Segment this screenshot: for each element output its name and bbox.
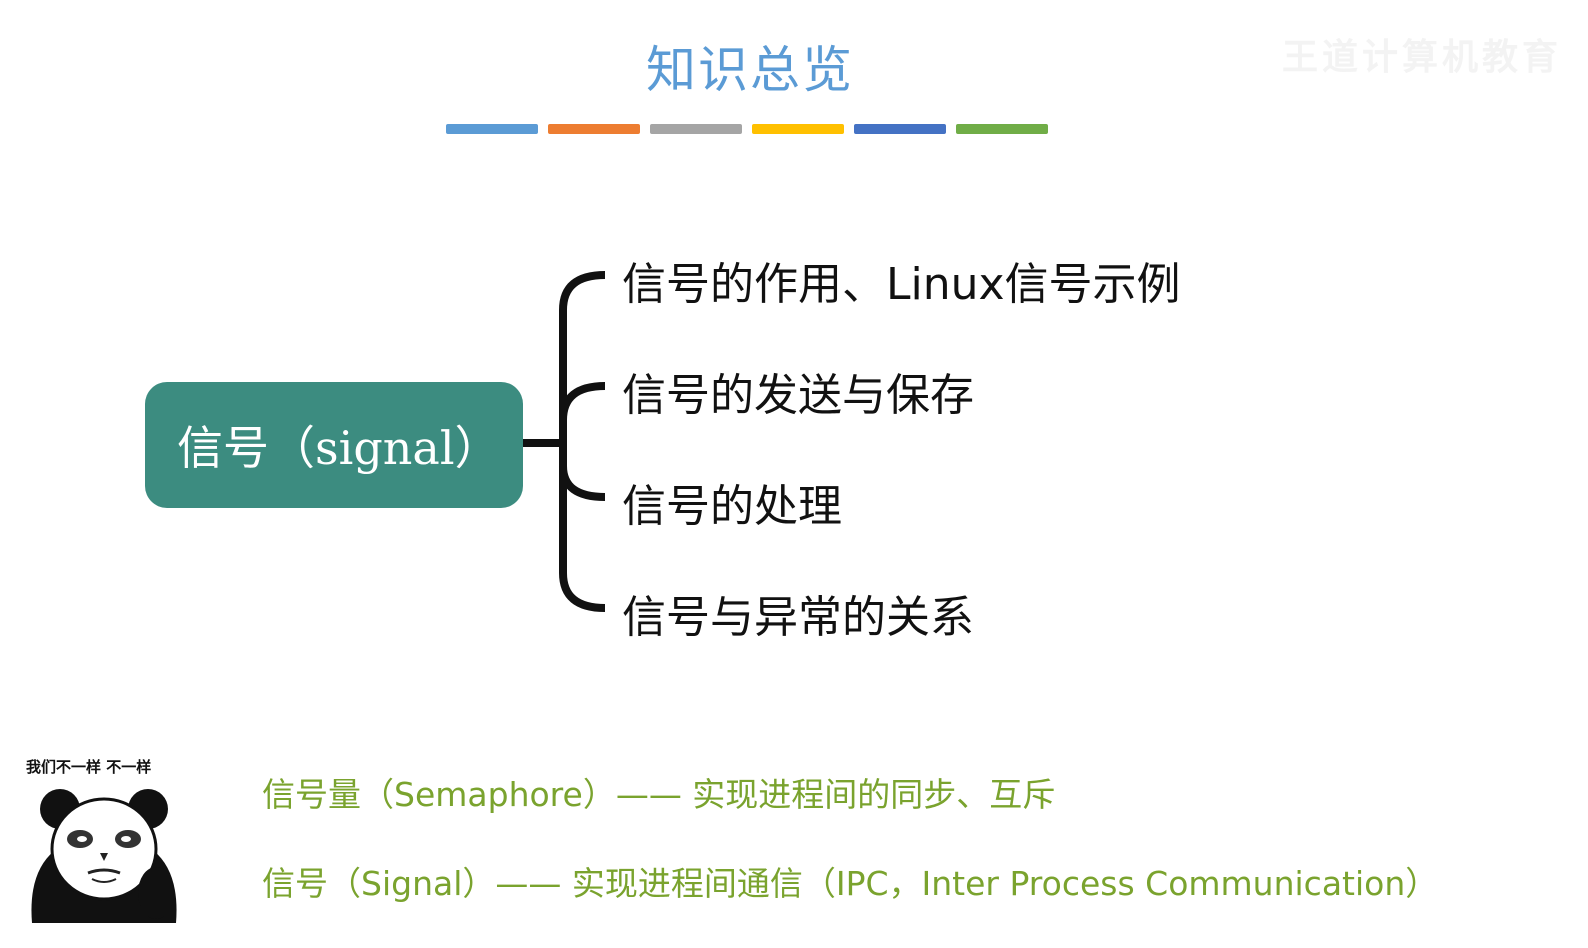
color-bar: [446, 124, 538, 134]
color-bar: [548, 124, 640, 134]
bracket-tick: [559, 382, 606, 421]
root-node-label: 信号（signal）: [177, 421, 501, 475]
bracket-curve: [559, 271, 606, 612]
branch-item: 信号与异常的关系: [622, 592, 974, 643]
color-bar-strip: [446, 124, 1048, 134]
color-bar: [650, 124, 742, 134]
branch-item: 信号的发送与保存: [622, 370, 974, 421]
note-signal: 信号（Signal）—— 实现进程间通信（IPC，Inter Process C…: [262, 864, 1439, 903]
note-semaphore: 信号量（Semaphore）—— 实现进程间的同步、互斥: [262, 775, 1056, 814]
watermark: 王道计算机教育: [1281, 37, 1562, 78]
branch-item: 信号的处理: [622, 481, 842, 532]
branch-item: 信号的作用、Linux信号示例: [622, 259, 1181, 310]
color-bar: [956, 124, 1048, 134]
color-bar: [752, 124, 844, 134]
meme-sticker: 我们不一样 不一样: [24, 756, 184, 924]
panda-meme-icon: [31, 789, 177, 923]
root-node: 信号（signal）: [145, 382, 523, 508]
bracket-tick: [559, 465, 606, 501]
slide-title: 知识总览: [646, 41, 854, 99]
color-bar: [854, 124, 946, 134]
meme-caption: 我们不一样 不一样: [26, 758, 152, 776]
